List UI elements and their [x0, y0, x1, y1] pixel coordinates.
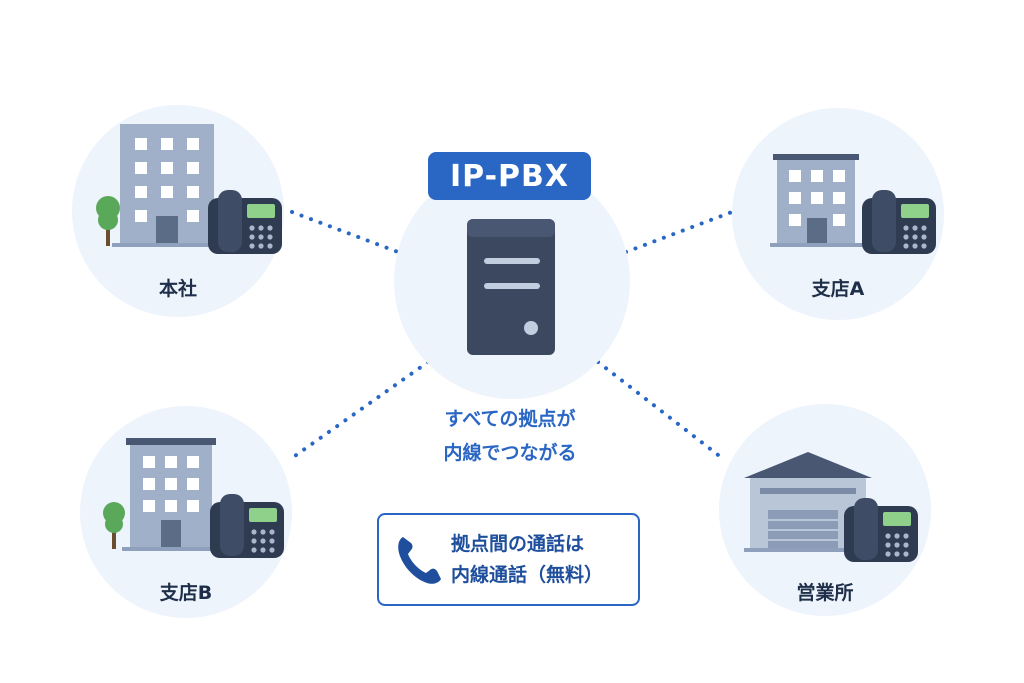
ip-pbx-badge: IP-PBX [428, 152, 591, 200]
office-building-icon [112, 124, 222, 247]
caption-line-1: すべての拠点が [444, 408, 576, 430]
site-label-eigyosho: 営業所 [796, 582, 854, 604]
connector-eigyosho [596, 360, 724, 460]
connector-honsha [290, 210, 400, 254]
site-label-honsha: 本社 [158, 278, 197, 300]
caption-line-2: 内線でつながる [443, 442, 577, 464]
warehouse-icon [744, 452, 872, 552]
site-label-shiten-b: 支店B [159, 582, 213, 604]
site-label-shiten-a: 支店A [811, 278, 865, 300]
connector-shiten-a [624, 210, 734, 254]
office-building-icon [770, 154, 864, 247]
desk-phone-icon [208, 190, 282, 254]
phone-icon [398, 537, 441, 584]
desk-phone-icon [210, 494, 284, 558]
info-line-1: 拠点間の通話は [451, 533, 585, 555]
server-icon [467, 219, 555, 355]
office-building-icon [122, 438, 220, 551]
center-caption: すべての拠点が 内線でつながる [400, 402, 620, 470]
connectors [290, 210, 734, 460]
tree-icon [96, 196, 120, 246]
info-line-2: 内線通話（無料） [451, 564, 604, 586]
info-box: 拠点間の通話は 内線通話（無料） [377, 513, 640, 606]
desk-phone-icon [862, 190, 936, 254]
desk-phone-icon [844, 498, 918, 562]
tree-icon [103, 502, 125, 549]
info-text: 拠点間の通話は 内線通話（無料） [451, 529, 631, 591]
